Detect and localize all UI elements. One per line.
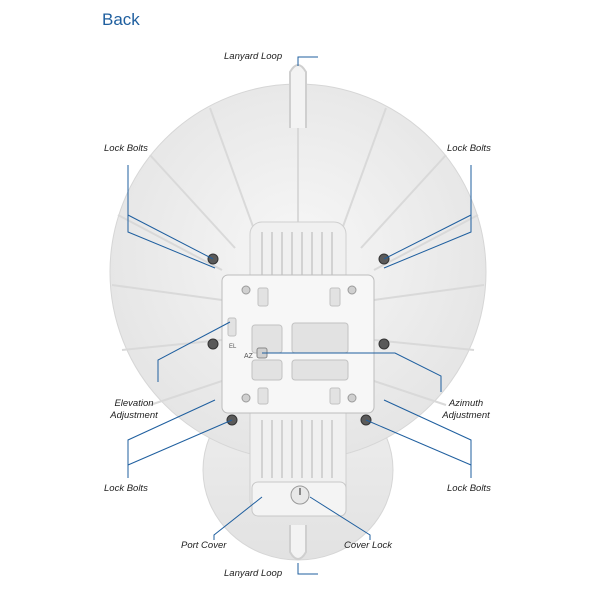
bracket-screws	[241, 285, 357, 403]
lock-bolts-top-right-label: Lock Bolts	[447, 143, 491, 154]
lock-bolts-top-left-label: Lock Bolts	[104, 143, 148, 154]
lock-bolts-bottom-left-label: Lock Bolts	[104, 483, 148, 494]
heat-sink-fins	[261, 232, 333, 478]
lock-bolt-mid-left	[207, 338, 219, 350]
el-marking: EL	[229, 344, 237, 350]
elevation-adjustment-line2: Adjustment	[110, 410, 158, 421]
lanyard-loop-bottom	[289, 525, 307, 560]
lock-bolts[interactable]	[207, 253, 390, 426]
elevation-adjustment-line1: Elevation	[114, 398, 154, 409]
page-title: Back	[102, 10, 140, 29]
lock-bolts-bottom-right-label: Lock Bolts	[447, 483, 491, 494]
leader-lines	[127, 56, 472, 575]
azimuth-adjustment-line1: Azimuth	[448, 398, 484, 409]
elevation-adjustment-label: Elevation Adjustment	[104, 398, 164, 422]
dish-ribs	[111, 86, 485, 406]
azimuth-adjustment-label: Azimuth Adjustment	[436, 398, 496, 422]
cover-lock-label: Cover Lock	[344, 540, 393, 551]
lanyard-loop-top	[289, 64, 307, 128]
bracket-slots	[227, 287, 349, 405]
lanyard-loop-top-label: Lanyard Loop	[224, 51, 283, 62]
port-cover-label: Port Cover	[181, 540, 227, 551]
azimuth-adjustment-line2: Adjustment	[442, 410, 490, 421]
az-marking: AZ	[244, 353, 254, 360]
lock-bolt-mid-right	[378, 338, 390, 350]
lanyard-loop-bottom-label: Lanyard Loop	[224, 568, 283, 579]
